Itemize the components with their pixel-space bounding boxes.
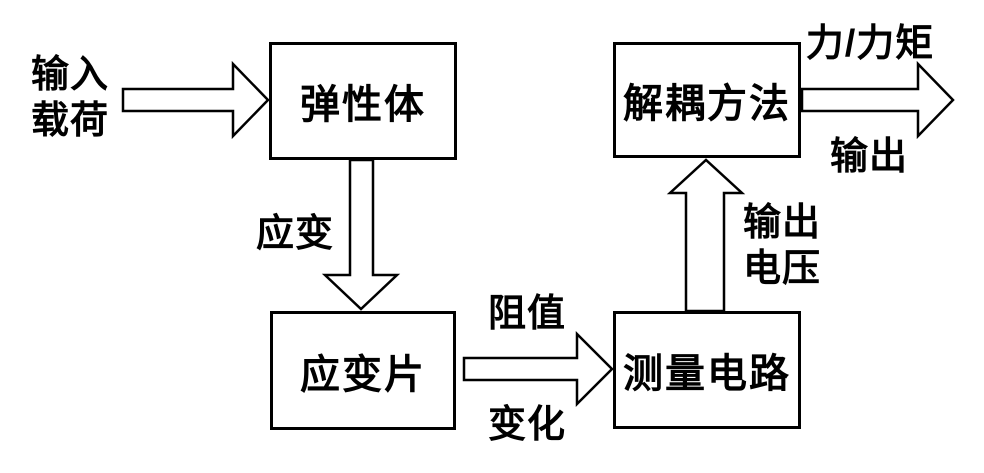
label-strain: 应变 [255,213,334,255]
label-change: 变化 [487,404,566,446]
label-input-load: 输入 载荷 [30,54,109,142]
arrow-right-icon-input-load [121,60,270,140]
node-decoupling-method-label: 解耦方法 [623,82,791,126]
label-output: 输出 [829,136,908,178]
label-force-torque: 力/力矩 [805,23,935,65]
arrow-right-icon-resistance-change [462,330,614,408]
node-strain-gauge: 应变片 [270,311,456,430]
node-decoupling-method: 解耦方法 [613,42,801,158]
label-output-voltage: 输出 电压 [742,202,821,290]
arrow-down-icon-strain [321,158,401,311]
node-strain-gauge-label: 应变片 [300,352,426,397]
node-measurement-circuit: 测量电路 [613,311,801,429]
arrow-right-icon-output [800,60,955,140]
arrow-up-icon-output-voltage [666,158,746,313]
label-resistance-value: 阻值 [487,293,566,335]
node-measurement-circuit-label: 测量电路 [623,352,791,396]
node-elastic-body: 弹性体 [269,42,457,160]
node-elastic-body-label: 弹性体 [300,83,426,127]
